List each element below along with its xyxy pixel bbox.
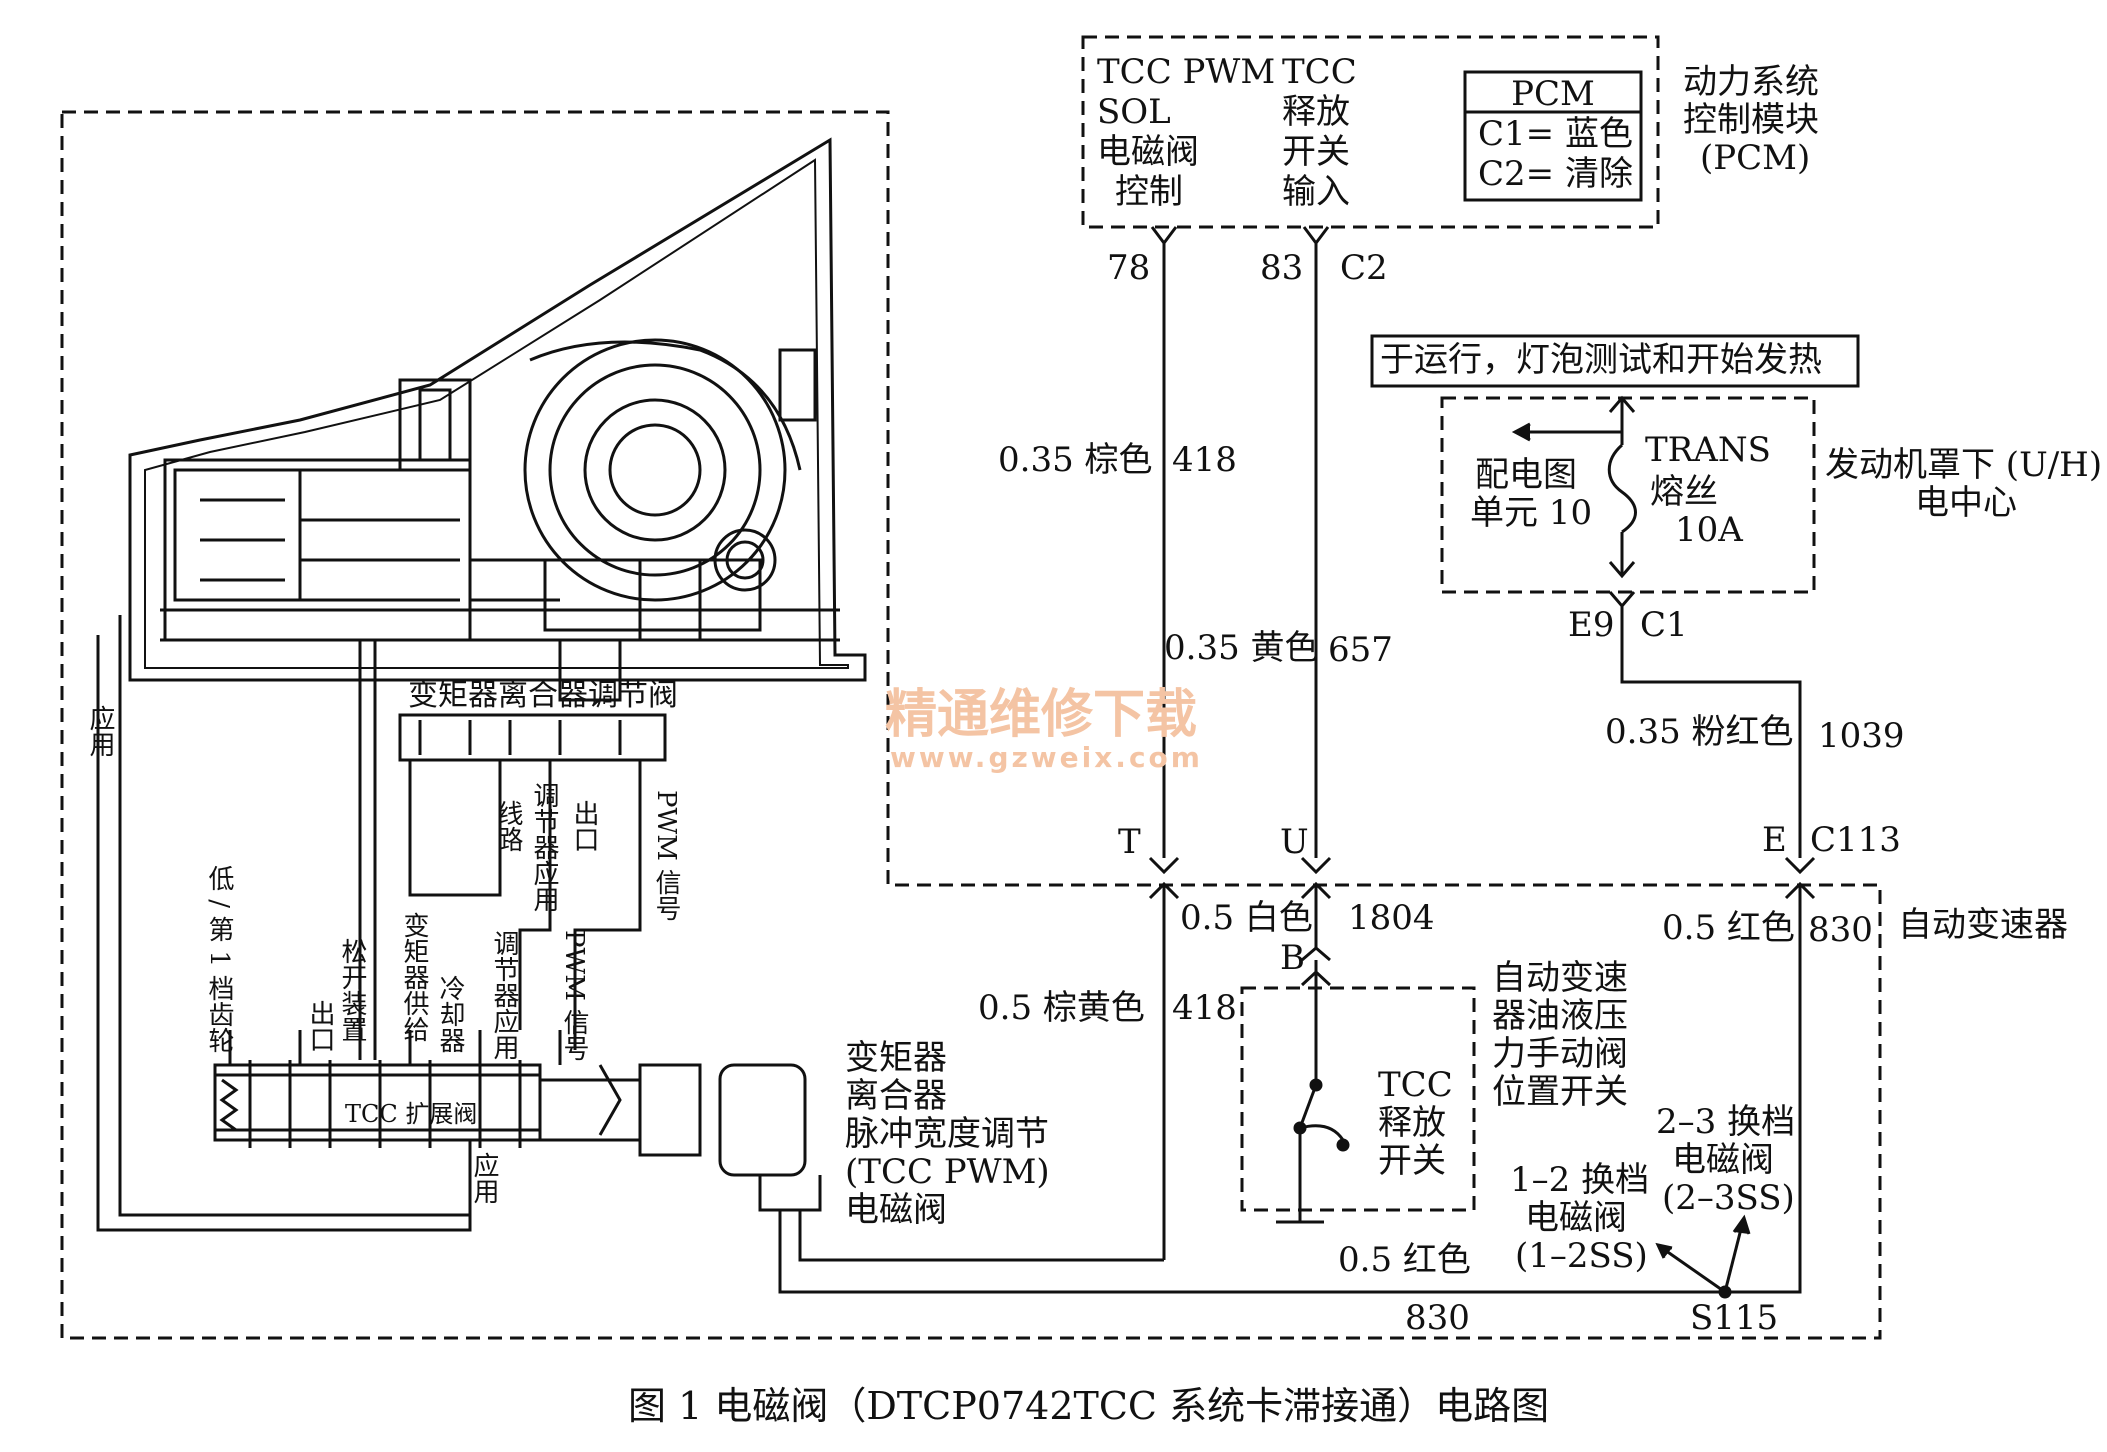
release-switch-line2: 释放 [1378, 1103, 1446, 1143]
fuse-ref1: 配电图 [1475, 455, 1577, 495]
pin-c113: C113 [1810, 820, 1901, 860]
pcm-label-line2: 控制模块 [1683, 100, 1819, 140]
pressure-switch-line4: 位置开关 [1492, 1072, 1628, 1112]
apply-bottom-label: 应用 [469, 1152, 499, 1204]
wire-657-color: 0.35 黄色 [1164, 628, 1319, 668]
wire-830-color: 0.5 红色 [1662, 908, 1795, 948]
pcm-label-line1: 动力系统 [1683, 62, 1819, 102]
pcm-col2-line3: 开关 [1282, 132, 1350, 172]
pwm-signal-label-2: PWM 信号 [651, 790, 681, 922]
figure-caption: 图 1 电磁阀（DTCP0742TCC 系统卡滞接通）电路图 [628, 1384, 1550, 1428]
wire-1039-number: 1039 [1818, 716, 1905, 756]
fuse-rating: 10A [1675, 510, 1743, 550]
wire-1039-color: 0.35 粉红色 [1605, 712, 1794, 752]
tcc-pwm-sol-line1: 变矩器 [845, 1038, 947, 1078]
ss23-line3: (2–3SS) [1662, 1178, 1795, 1218]
pcm-col1-line4: 控制 [1115, 172, 1183, 212]
wire-418-color: 0.35 棕色 [998, 440, 1153, 480]
pin-u: U [1280, 822, 1309, 862]
wire-418-number: 418 [1172, 440, 1237, 480]
pin-t: T [1118, 822, 1141, 862]
release-switch-line3: 开关 [1378, 1141, 1446, 1181]
outlet2-label: 出口 [569, 800, 599, 852]
wire-1804-color: 0.5 白色 [1180, 898, 1313, 938]
ss12-line3: (1–2SS) [1515, 1236, 1648, 1276]
pin-e9: E9 [1568, 605, 1615, 645]
regulator-apply-label-2: 调节器应用 [529, 782, 559, 912]
line-label: 线路 [493, 800, 523, 852]
pressure-switch-line2: 器油液压 [1492, 996, 1628, 1036]
uh-center-line1: 发动机罩下 (U/H) [1825, 445, 2103, 485]
tcc-pwm-sol-line2: 离合器 [845, 1076, 947, 1116]
ss12-line2: 电磁阀 [1525, 1198, 1627, 1238]
tcc-pwm-sol-line5: 电磁阀 [845, 1190, 947, 1230]
pcm-col2-line4: 输入 [1282, 172, 1350, 212]
pcm-legend-c2: C2= 清除 [1478, 154, 1633, 194]
pressure-switch-line1: 自动变速 [1492, 958, 1628, 998]
tcc-pwm-sol-line3: 脉冲宽度调节 [845, 1114, 1049, 1154]
cooler-label: 冷却器 [435, 975, 465, 1053]
pwm-signal-label-1: PWM 信号 [559, 930, 589, 1062]
pin-c1: C1 [1640, 605, 1688, 645]
fuse-name: TRANS [1645, 430, 1771, 470]
wire-418-bottom-number: 418 [1172, 988, 1237, 1028]
pin-83: 83 [1260, 248, 1304, 288]
splice-s115: S115 [1690, 1298, 1779, 1338]
pcm-col1-line2: SOL [1097, 92, 1171, 132]
pin-e: E [1762, 820, 1787, 860]
release-device-label: 松开装置 [337, 938, 367, 1042]
ss23-line1: 2–3 换档 [1656, 1102, 1796, 1142]
regulator-apply-label: 调节器应用 [489, 930, 519, 1060]
fuse-banner: 于运行，灯泡测试和开始发热 [1380, 340, 1822, 380]
wire-830-bottom-number: 830 [1405, 1298, 1470, 1338]
tcc-regulator-valve-title: 变矩器离合器调节阀 [408, 678, 678, 713]
pressure-switch-line3: 力手动阀 [1492, 1034, 1628, 1074]
watermark-url: www.gzweix.com [890, 741, 1203, 774]
apply-left-label: 应用 [85, 705, 115, 757]
tcc-expansion-valve-label: TCC 扩展阀 [345, 1100, 478, 1128]
wire-830-bottom-color: 0.5 红色 [1338, 1240, 1471, 1280]
outlet1-label: 出口 [305, 1000, 335, 1052]
fuse-label: 熔丝 [1650, 472, 1718, 512]
watermark-cn: 精通维修下载 [885, 685, 1198, 745]
uh-center-line2: 电中心 [1915, 483, 2017, 523]
converter-feed-label: 变矩器供给 [399, 912, 429, 1042]
pin-78: 78 [1107, 248, 1151, 288]
ss12-line1: 1–2 换档 [1510, 1160, 1650, 1200]
tcc-pwm-sol-line4: (TCC PWM) [845, 1152, 1050, 1192]
wire-657-number: 657 [1328, 630, 1393, 670]
pcm-legend-c1: C1= 蓝色 [1478, 114, 1633, 154]
ss23-line2: 电磁阀 [1672, 1140, 1774, 1180]
low-gear-label: 低 / 第 1 档齿轮 [204, 865, 234, 1054]
pcm-col2-line2: 释放 [1282, 92, 1350, 132]
wire-418-bottom-color: 0.5 棕黄色 [978, 988, 1145, 1028]
pcm-label-line3: (PCM) [1700, 138, 1811, 178]
fuse-ref2: 单元 10 [1470, 493, 1593, 533]
pcm-col1-line3: 电磁阀 [1097, 132, 1199, 172]
pcm-col2-line1: TCC [1282, 52, 1357, 92]
pin-c2: C2 [1340, 248, 1388, 288]
pcm-legend-title: PCM [1511, 74, 1595, 114]
release-switch-line1: TCC [1378, 1065, 1453, 1105]
pin-b: B [1280, 938, 1305, 978]
wire-1804-number: 1804 [1348, 898, 1435, 938]
pcm-col1-line1: TCC PWM [1097, 52, 1276, 92]
wire-830-number: 830 [1808, 910, 1873, 950]
trans-label: 自动变速器 [1898, 905, 2068, 945]
